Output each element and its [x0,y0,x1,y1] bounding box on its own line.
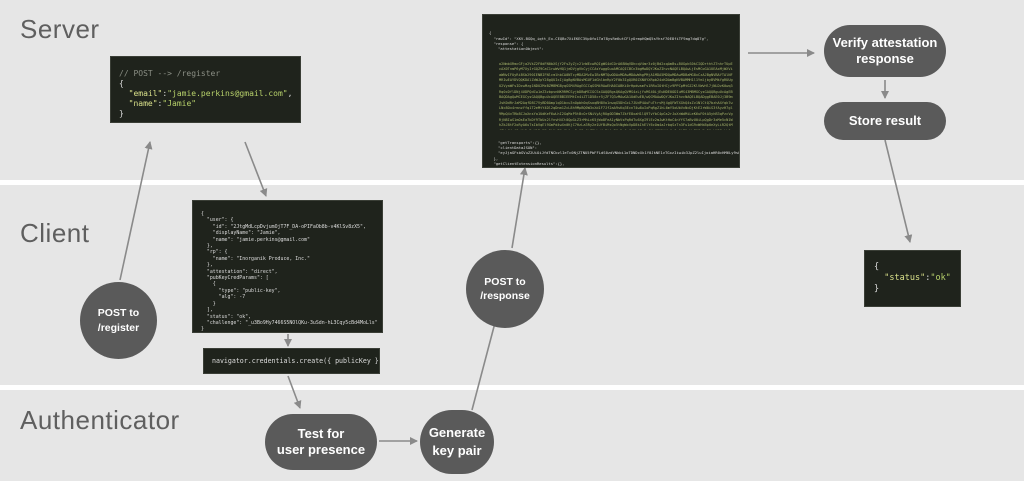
status-result-code: { "status":"ok" } [864,250,961,307]
arrow-navigator-to-test-presence [287,375,302,409]
navigator-create-call-text: navigator.credentials.create({ publicKey… [212,357,380,365]
post-register-node: POST to/register [80,282,157,359]
attestation-response-code: { "rawId": "XKV-BGQq_iqtt_Ex-CEQBc7XiEKE… [482,14,740,168]
arrow-generate-to-post-response [471,318,499,411]
attestation-response-tail: "getTransports":{}, "clientDataJSON": "e… [489,140,739,167]
code-line: "rp": { [201,249,228,256]
code-line: "status": "ok", [201,313,252,320]
arrow-post-register-to-request [119,141,153,281]
code-line: "response": { [489,40,524,46]
code-line: "id": "XKV-BGQq_iqtt_Ex-CEQBc7XiEKEC3Vp0… [489,166,733,167]
code-line: ], [201,307,213,314]
attestation-response-head: { "rawId": "XKV-BGQq_iqtt_Ex-CEQBc7XiEKE… [489,30,733,51]
register-request-code: // POST --> /register { "email":"jamie.p… [110,56,301,123]
arrow-post-response-to-response [511,167,528,249]
verify-line-1: Verify attestation [832,35,938,51]
status-key: "status" [884,273,926,283]
arrow-store-to-status [884,139,913,243]
credential-options-code: { "user": { "id": "2JtgMdLcpDvjumOjT7F_D… [192,200,383,333]
generate-key-line-2: key pair [432,443,482,458]
test-presence-line-1: Test for [297,426,345,442]
lane-separator-top [0,180,1024,185]
store-result-node: Store result [824,102,946,140]
arrow-request-to-options [244,141,268,197]
lane-title-client: Client [20,218,90,248]
post-response-line-2: /response [480,290,530,302]
generate-key-pair-node: Generate key pair [420,410,494,474]
code-line: "name": "jamie.perkins@gmail.com" [201,236,310,243]
attestation-object-value: o2NmbXRmcGFja2VkZ2F0dFN0bXSjY2FsZyZjc2ln… [499,61,733,130]
post-register-line-2: /register [97,321,140,334]
code-line: "type": "public-key", [201,287,281,294]
lane-separator-bottom [0,385,1024,390]
register-email-value: "jamie.perkins@gmail.com" [167,89,288,98]
code-line: "getClientExtensionResults":{}, [489,160,565,166]
code-line: "alg": -7 [201,294,246,301]
test-presence-line-2: user presence [276,442,366,457]
status-close-brace: } [874,284,880,294]
post-register-line-1: POST to [97,307,140,320]
register-request-comment: // POST --> /register [119,69,221,78]
post-response-node: POST to/response [466,250,544,328]
code-line: "name": "Inorganik Produce, Inc." [201,255,310,262]
code-line: "attestation": "direct", [201,268,278,275]
code-line: "eyJjaGFsbGVuZ2UiOiJfdTNCbzlIeTc0NjZTNU5… [498,150,739,156]
code-line: "pubKeyCredParams": [ [201,275,269,282]
generate-key-line-1: Generate [428,425,486,441]
status-value: "ok" [930,273,951,283]
code-line: { [489,30,492,36]
code-line: }, [201,243,213,250]
code-line: "attestationObject": [489,46,544,52]
register-name-value: "Jamie" [162,99,197,108]
code-line: "rawId": "XKV-BGQq_iqtt_Ex-CEQBc7XiEKEC3… [489,35,709,41]
lane-title-server: Server [20,14,100,44]
lane-title-authenticator: Authenticator [20,405,180,435]
code-line: "user": { [201,217,234,224]
store-result-label: Store result [848,113,922,129]
code-line: "challenge": "_u3Bo9Hy7466S5NOlQKu-3uSdn… [201,319,378,326]
code-line: "displayName": "Jamie", [201,230,281,237]
post-response-line-1: POST to [484,275,526,288]
code-line: { [201,281,216,288]
register-request-close-brace: } [119,109,124,118]
code-line: { [201,211,204,217]
register-name-key: "name" [128,99,158,108]
code-line: }, [201,262,213,269]
register-email-key: "email" [128,89,163,98]
code-line: "id": "2JtgMdLcpDvjumOjT7F_DA-oPIFaOb8b-… [201,223,366,230]
lane-authenticator [0,390,1024,481]
code-line: }, [489,155,499,161]
register-request-open-brace: { [119,79,124,88]
navigator-create-call: navigator.credentials.create({ publicKey… [203,348,380,374]
status-open-brace: { [874,262,880,272]
verify-line-2: response [856,51,914,66]
code-line: "clientDataJSON": [489,145,538,151]
code-line: } [201,300,216,307]
code-line: } [201,326,204,333]
code-line: "getTransports":{}, [489,140,542,146]
